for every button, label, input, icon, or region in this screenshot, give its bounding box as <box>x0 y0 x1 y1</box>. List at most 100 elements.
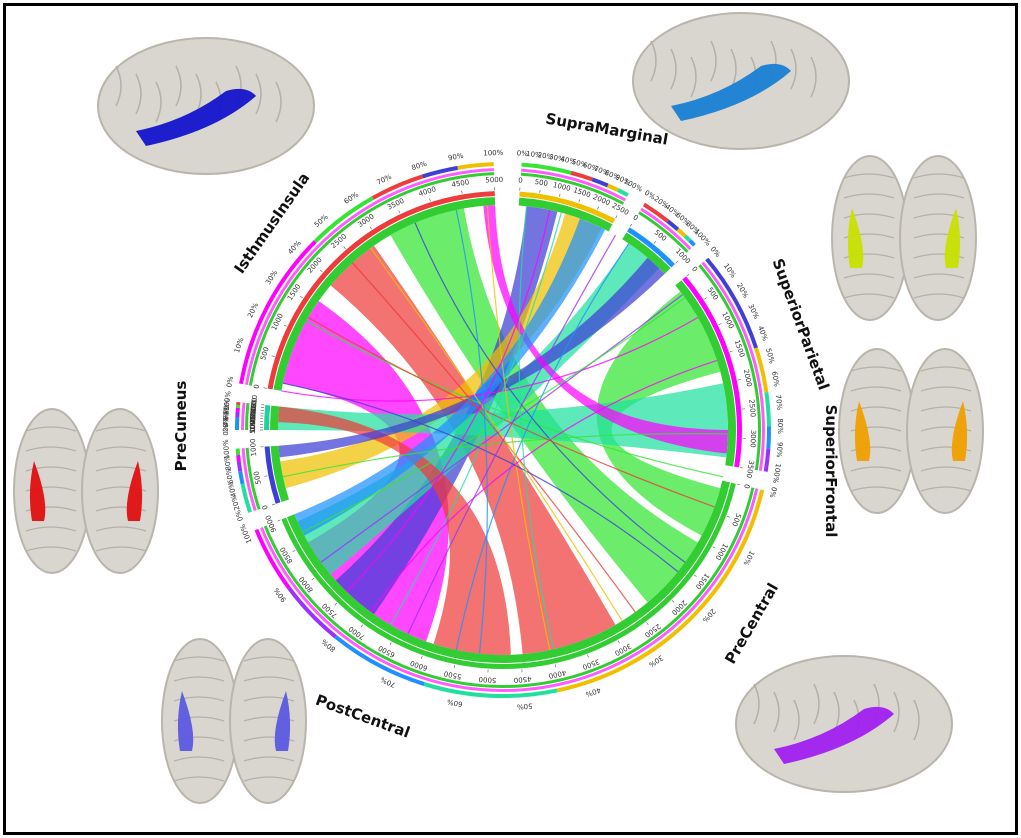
pct-seg-superiorfrontal <box>666 219 680 232</box>
pct-seg-precuneus <box>236 454 241 462</box>
pct-tick-label: 40% <box>560 155 577 167</box>
pct-seg-precentral <box>754 347 769 393</box>
pct-seg-postcentral <box>423 682 558 699</box>
tick-label: 1500 <box>694 572 711 591</box>
brain-supramarginal <box>632 12 850 150</box>
pct-seg-precuneus <box>235 448 241 456</box>
tick-label: 500 <box>259 346 271 361</box>
tick-label: 3000 <box>249 403 258 421</box>
pct-tick-label: 90% <box>775 442 784 458</box>
pct-track2-superiorfrontal <box>640 207 692 251</box>
tick-mark <box>292 549 296 552</box>
chord-thin-link <box>281 316 699 402</box>
tick-mark <box>398 210 401 214</box>
tick-mark <box>334 602 338 606</box>
tick-mark <box>597 206 600 210</box>
highlight-region <box>136 88 256 146</box>
pct-tick-label: 70% <box>379 675 397 689</box>
tick-label: 2000 <box>306 256 324 275</box>
highlight-region-left <box>847 208 864 268</box>
pct-tick-label: 0% <box>768 486 778 499</box>
pct-seg-precentral <box>764 392 771 427</box>
chord-links <box>278 205 728 655</box>
tick-mark <box>671 600 675 603</box>
pct-seg-precentral <box>763 448 771 472</box>
pct-tick-label: 20% <box>246 301 260 319</box>
tick-label: 5000 <box>478 675 496 684</box>
arc-precuneus <box>270 445 290 503</box>
tick-label: 3000 <box>613 642 632 658</box>
pct-tick-label: 100% <box>771 463 782 484</box>
tick-label: 7000 <box>347 624 366 641</box>
pct-seg-superiorparietal <box>570 170 593 182</box>
pct-tick-label: 30% <box>548 153 565 164</box>
arc-inner-isthmusinsula <box>264 405 271 430</box>
pct-tick-label: 20% <box>222 416 230 432</box>
highlight-region-right <box>126 461 143 521</box>
pct-track2-precuneus <box>241 448 257 511</box>
highlight-region-left <box>854 401 871 461</box>
chord-thin-link <box>389 212 562 626</box>
highlight-region-right <box>944 208 961 268</box>
highlight-region-right <box>951 401 968 461</box>
pct-tick-label: 100% <box>622 177 644 194</box>
tick-label: 1000 <box>249 438 258 456</box>
tick-label: 0 <box>249 428 257 432</box>
pct-seg-precuneus <box>236 461 243 472</box>
tick-label: 2000 <box>249 409 258 427</box>
pct-track2-isthmusinsula <box>241 402 246 430</box>
pct-seg-supramarginal <box>421 165 459 179</box>
pct-tick-label: 0% <box>222 424 230 435</box>
arc-inner-precuneus <box>264 446 281 504</box>
tick-label: 500 <box>252 470 262 485</box>
tick-label: 1000 <box>552 181 571 193</box>
tick-label: 1500 <box>286 283 302 302</box>
chord-thin-link <box>455 243 630 651</box>
pct-tick-label: 40% <box>756 325 769 343</box>
chord-thin-link <box>282 382 679 573</box>
pct-tick-label: 40% <box>584 686 602 699</box>
highlight-region-left <box>177 691 194 751</box>
tick-mark <box>646 622 649 625</box>
tick-mark <box>360 624 363 628</box>
pct-tick-label: 70% <box>375 173 393 187</box>
pct-tick-label: 80% <box>222 398 231 415</box>
pct-seg-superiorfrontal <box>688 239 696 247</box>
tick-label: 3000 <box>749 430 758 448</box>
pct-tick-label: 40% <box>222 410 231 426</box>
pct-tick-label: 0% <box>234 509 245 522</box>
highlight-region-right <box>274 691 291 751</box>
tick-label: 4500 <box>513 675 531 684</box>
tick-mark <box>319 269 323 273</box>
tick-label: 2000 <box>742 368 754 387</box>
pct-seg-isthmusinsula <box>235 411 240 418</box>
tick-label: 0 <box>261 504 270 511</box>
tick-mark <box>429 198 431 202</box>
pct-tick-label: 10% <box>526 150 543 160</box>
chord-thin-link <box>370 247 623 622</box>
tick-mark <box>559 193 561 197</box>
tick-label: 4000 <box>548 668 567 680</box>
tick-label: 2500 <box>330 232 349 250</box>
tick-mark <box>578 199 580 203</box>
arc-superiorparietal <box>518 197 613 232</box>
brain-precuneus <box>13 408 159 574</box>
pct-seg-supramarginal <box>313 196 374 243</box>
pct-seg-postcentral <box>254 528 291 590</box>
tick-mark <box>461 190 463 194</box>
pct-tick-label: 100% <box>222 390 232 411</box>
tick-label: 1000 <box>249 415 257 433</box>
tick-label: 3500 <box>745 460 756 479</box>
chord-thin-link <box>346 209 551 593</box>
tick-mark <box>271 355 275 357</box>
tick-mark <box>729 350 733 353</box>
tick-label: 4500 <box>451 178 470 189</box>
pct-tick-label: 10% <box>233 336 245 354</box>
brain-superiorfrontal <box>838 348 984 514</box>
tick-mark <box>369 226 372 230</box>
pct-tick-label: 0% <box>709 245 722 259</box>
arc-inner-precentral <box>682 276 742 468</box>
tick-mark <box>694 574 697 578</box>
